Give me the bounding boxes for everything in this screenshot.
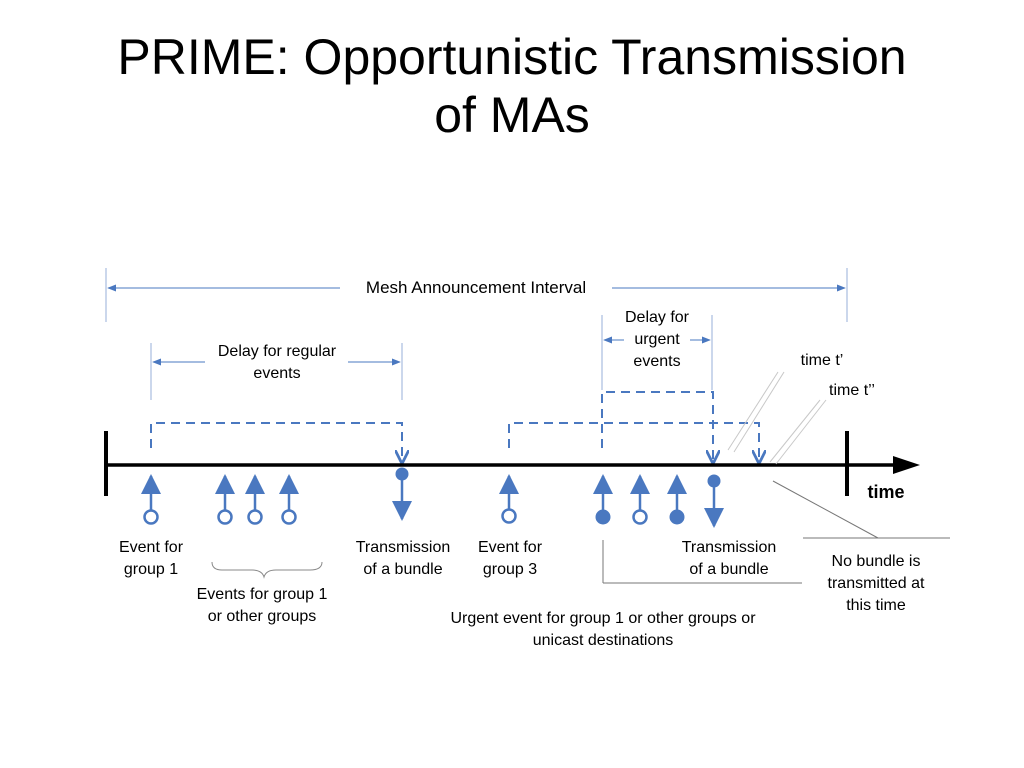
event-group1-label: Event for group 1 (96, 537, 206, 581)
no-bundle-line-3: this time (846, 597, 906, 614)
event-group3-line-2: group 3 (482, 561, 538, 578)
urgent-event-2 (667, 474, 687, 525)
transmission-2-line-2: of a bundle (689, 561, 769, 578)
no-bundle-line-1: No bundle is (831, 553, 921, 570)
events-group-line-1: Events for group 1 (196, 586, 328, 603)
slide-title: PRIME: Opportunistic Transmission of MAs (0, 28, 1024, 144)
no-bundle-line-2: transmitted at (827, 575, 925, 592)
transmission-1 (392, 467, 412, 521)
event-group1-line-1: Event for (118, 539, 184, 556)
event-group1-line-2: group 1 (123, 561, 179, 578)
events-group-label: Events for group 1 or other groups (172, 584, 352, 628)
mesh-interval-label: Mesh Announcement Interval (365, 278, 587, 297)
regular-delay-label: Delay for regular events (196, 341, 358, 385)
time-axis-label: time (867, 482, 905, 502)
event-markers (141, 474, 687, 525)
transmission-1-label: Transmission of a bundle (342, 537, 464, 581)
transmission-1-line-1: Transmission (355, 539, 451, 556)
event-other-1 (215, 474, 235, 525)
event-group1 (141, 474, 161, 525)
urgent-delay-bracket (601, 315, 713, 390)
urgent-delay-line-3: events (633, 353, 681, 370)
event-other-4 (630, 474, 650, 525)
dashed-delay-paths (150, 391, 759, 461)
event-group3-label: Event for group 3 (462, 537, 558, 581)
transmission-2-line-1: Transmission (681, 539, 777, 556)
regular-delay-bracket (150, 343, 403, 400)
callout-leaders (602, 480, 950, 584)
urgent-delay-label: Delay for urgent events (606, 307, 708, 373)
event-group3-line-1: Event for (477, 539, 543, 556)
event-group3 (499, 474, 519, 524)
urgent-delay-line-2: urgent (634, 331, 680, 348)
title-line-2: of MAs (434, 87, 590, 143)
urgent-event-line-1: Urgent event for group 1 or other groups… (450, 610, 756, 627)
regular-delay-line-1: Delay for regular (217, 343, 337, 360)
title-line-1: PRIME: Opportunistic Transmission (117, 29, 907, 85)
events-brace (211, 561, 323, 579)
time-leader-lines (727, 371, 827, 465)
urgent-event-1 (593, 474, 613, 525)
urgent-event-line-2: unicast destinations (532, 632, 674, 649)
regular-delay-line-2: events (253, 365, 301, 382)
transmission-markers (392, 467, 724, 528)
urgent-delay-line-1: Delay for (624, 309, 690, 326)
transmission-2 (704, 474, 724, 528)
no-bundle-label: No bundle is transmitted at this time (808, 551, 944, 617)
time-t2-label: time t’’ (829, 382, 875, 399)
transmission-1-line-2: of a bundle (363, 561, 443, 578)
time-t1-label: time t’ (800, 352, 844, 369)
time-axis (104, 431, 920, 496)
event-other-2 (245, 474, 265, 525)
urgent-event-label: Urgent event for group 1 or other groups… (402, 608, 804, 652)
event-other-3 (279, 474, 299, 525)
mesh-interval-bracket (105, 268, 848, 322)
transmission-2-label: Transmission of a bundle (668, 537, 790, 581)
events-group-line-2: or other groups (207, 608, 317, 625)
